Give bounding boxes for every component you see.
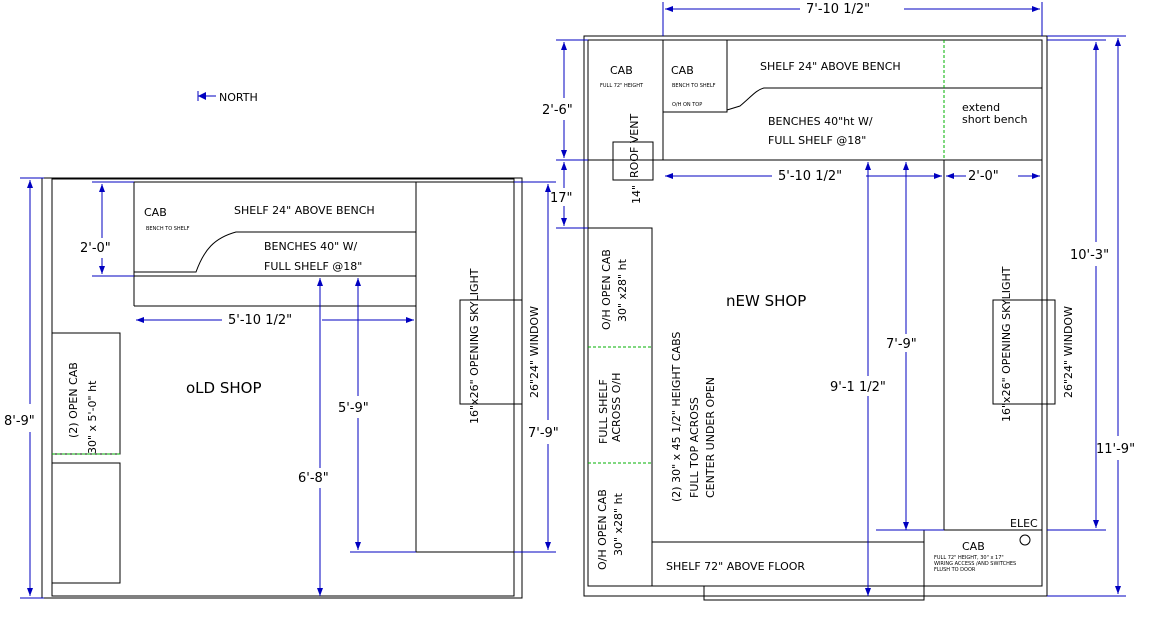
elec-outlet-icon — [1019, 534, 1031, 546]
new-benches-line2: FULL SHELF @18" — [768, 134, 866, 147]
old-skylight-label: 16"x26" OPENING SKYLIGHT — [468, 268, 481, 424]
new-full-shelf-line1: FULL SHELF — [597, 379, 610, 444]
new-vent-size: 14" — [630, 185, 643, 204]
new-shop-door-bump — [703, 586, 925, 601]
new-shop-elec-cab — [923, 529, 1043, 587]
new-height-cabs-line3: CENTER UNDER OPEN — [704, 377, 717, 498]
new-shop-left-cabs — [587, 227, 653, 587]
old-dim-clear-b: 6'-8" — [298, 471, 329, 486]
old-open-cab-line1: (2) OPEN CAB — [67, 362, 80, 438]
old-dim-wall-height: 7'-9" — [528, 426, 559, 441]
new-shop-plan — [583, 35, 1056, 601]
old-shop-shelf-edge — [134, 231, 416, 273]
north-indicator: NORTH — [197, 91, 258, 104]
new-dim-inner-height: 7'-9" — [886, 337, 917, 352]
new-cab3-label: CAB — [962, 540, 985, 553]
new-shop-skylight — [992, 299, 1056, 405]
new-cab2-note2: O/H ON TOP — [672, 102, 702, 108]
new-height-cabs-line2: FULL TOP ACROSS — [688, 397, 701, 498]
new-window-label: 26"24" WINDOW — [1062, 306, 1075, 398]
old-shop-open-cab-upper — [51, 332, 121, 455]
new-dim-extend-length: 2'-0" — [968, 169, 999, 184]
new-dim-clear-height: 9'-1 1/2" — [830, 380, 886, 395]
old-dim-clear-a: 5'-9" — [338, 401, 369, 416]
old-shop-skylight — [459, 299, 523, 405]
new-oh-cab-top-line1: O/H OPEN CAB — [600, 249, 613, 330]
new-cab2-note1: BENCH TO SHELF — [672, 83, 716, 89]
new-dim-bench-length: 5'-10 1/2" — [778, 169, 842, 184]
new-shop-cab-bench — [662, 39, 728, 113]
new-shop-shelf-edge — [726, 87, 1042, 111]
new-cab3-note3: FLUSH TO DOOR — [934, 567, 976, 573]
north-arrow-icon — [198, 92, 206, 100]
old-shop-open-cab-lower — [51, 462, 121, 584]
new-height-cabs-line1: (2) 30" x 45 1/2" HEIGHT CABS — [670, 332, 683, 502]
old-shop-dimensions — [20, 177, 556, 599]
new-cab3-note1: FULL 72" HEIGHT, 30" x 17" — [934, 555, 1004, 561]
new-extend-line1: extend — [962, 101, 1000, 114]
old-shop-plan — [41, 177, 523, 599]
new-benches-line1: BENCHES 40"ht W/ — [768, 115, 873, 128]
old-window-label: 26"24" WINDOW — [528, 306, 541, 398]
new-shelf-label: SHELF 24" ABOVE BENCH — [760, 60, 901, 73]
new-skylight-label: 16"x26" OPENING SKYLIGHT — [1000, 266, 1013, 422]
new-dim-gap: 17" — [550, 191, 573, 206]
new-extend-line2: short bench — [962, 113, 1028, 126]
new-oh-cab-bottom-line2: 30" x28" ht — [612, 492, 625, 556]
new-full-shelf-line2: ACROSS O/H — [610, 373, 623, 442]
new-shop-dimensions — [556, 2, 1126, 597]
old-dim-bench-depth: 2'-0" — [80, 241, 111, 256]
new-shop-roof-vent — [612, 141, 654, 181]
new-dim-right-overall: 11'-9" — [1096, 442, 1135, 457]
old-cab-note: BENCH TO SHELF — [146, 226, 190, 232]
new-roof-vent-label: ROOF VENT — [628, 114, 641, 178]
new-oh-cab-bottom-line1: O/H OPEN CAB — [596, 489, 609, 570]
new-shop-dividers — [588, 40, 945, 464]
new-elec-label: ELEC — [1010, 517, 1038, 530]
new-cab1-label: CAB — [610, 64, 633, 77]
new-oh-cab-top-line2: 30" x28" ht — [616, 258, 629, 322]
north-label: NORTH — [219, 91, 258, 104]
old-dim-bench-length: 5'-10 1/2" — [228, 313, 292, 328]
new-shop-title: nEW SHOP — [726, 292, 806, 310]
new-shop-outer-wall — [583, 35, 1048, 597]
new-dim-bench-depth: 2'-6" — [542, 103, 573, 118]
new-floor-shelf: SHELF 72" ABOVE FLOOR — [666, 560, 805, 573]
new-cab2-label: CAB — [671, 64, 694, 77]
new-cab3-note2: WIRING ACCESS /AND SWITCHES — [934, 561, 1016, 567]
old-cab-label: CAB — [144, 206, 167, 219]
old-open-cab-line2: 30" x 5'-0" ht — [86, 380, 99, 454]
new-cab1-note: FULL 72" HEIGHT — [600, 83, 644, 89]
old-shelf-label: SHELF 24" ABOVE BENCH — [234, 204, 375, 217]
old-benches-line2: FULL SHELF @18" — [264, 260, 362, 273]
new-dim-top-width: 7'-10 1/2" — [806, 2, 870, 17]
old-benches-line1: BENCHES 40" W/ — [264, 240, 358, 253]
old-dim-overall-height: 8'-9" — [4, 414, 35, 429]
new-dim-right-upper: 10'-3" — [1070, 248, 1109, 263]
old-shop-title: oLD SHOP — [186, 379, 262, 397]
